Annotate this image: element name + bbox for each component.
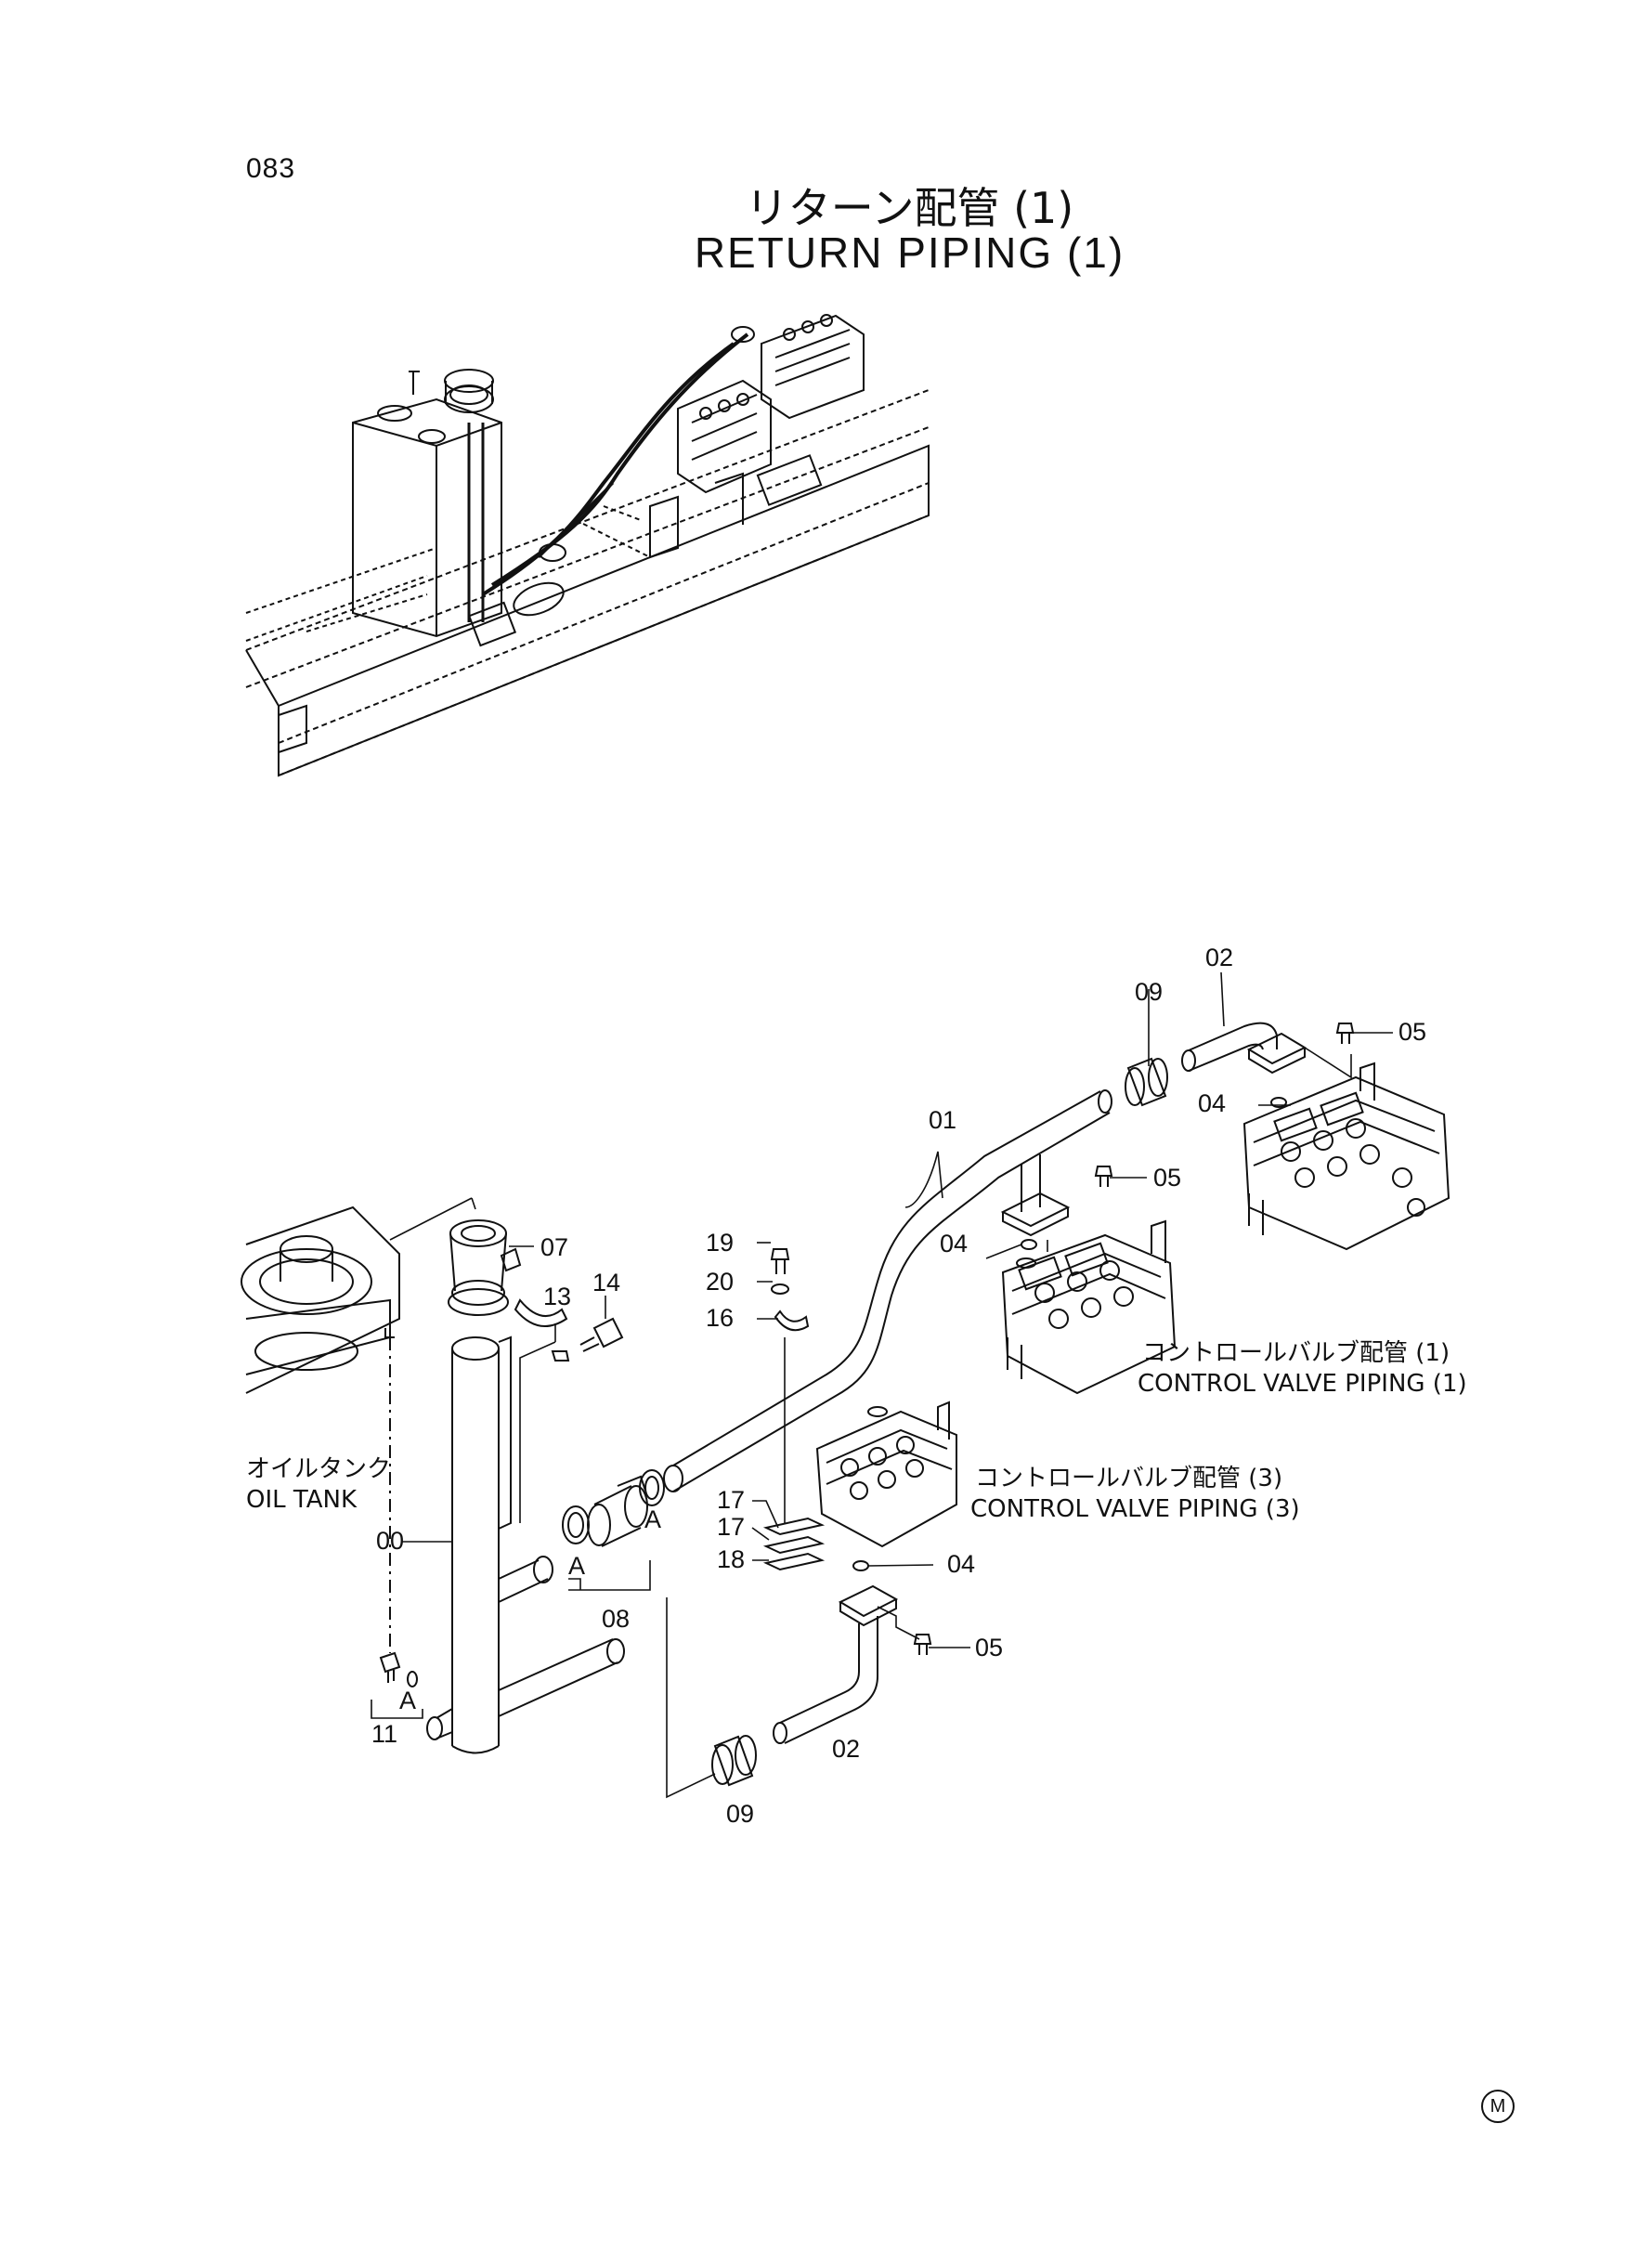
oil-tank-overview [352,369,502,638]
label-18: 18 [717,1545,745,1573]
return-pipe-01 [663,1089,1112,1492]
control-valves-overview [677,314,865,494]
label-05-mid: 05 [1153,1164,1181,1192]
label-05-top: 05 [1398,1018,1426,1046]
part-13-clamp [514,1298,570,1362]
overview-illustration [245,314,930,777]
label-19: 19 [706,1229,734,1257]
caption-tank-jp: オイルタンク [246,1455,391,1483]
part-02-bottom [773,1584,899,1744]
label-05-bottom: 05 [975,1634,1003,1661]
label-a-bottom: A [399,1687,416,1714]
label-09-top: 09 [1135,978,1163,1006]
captions: コントロールバルブ配管 (1) CONTROL VALVE PIPING (1)… [246,1339,1467,1523]
label-01: 01 [929,1106,956,1134]
part-08-coupling [562,1469,665,1547]
label-11: 11 [371,1720,397,1748]
control-valve-top [1242,1062,1450,1251]
control-valve-1 [1001,1219,1177,1395]
control-valve-3 [815,1401,957,1548]
return-pipe-00 [426,1335,625,1754]
page-number: 083 [246,153,296,184]
label-16: 16 [706,1304,734,1332]
label-04-mid: 04 [940,1230,968,1257]
label-17-b: 17 [717,1513,745,1541]
label-08: 08 [602,1605,630,1633]
caption-cv3-en: CONTROL VALVE PIPING (3) [970,1495,1300,1523]
oil-tank-detail [241,1205,400,1653]
label-13: 13 [543,1283,571,1310]
label-07: 07 [540,1233,568,1261]
label-17-a: 17 [717,1486,745,1514]
leader-lines [371,971,1393,1799]
title-japanese: リターン配管 (1) [745,183,1074,233]
title-english: RETURN PIPING (1) [694,228,1125,277]
manufacturer-mark: M [1481,2090,1515,2123]
label-04-top: 04 [1198,1089,1226,1117]
part-number-labels: 00 01 02 02 04 04 04 05 05 05 07 08 09 0… [371,944,1426,1828]
caption-cv1-jp: コントロールバルブ配管 (1) [1142,1339,1450,1367]
caption-cv3-jp: コントロールバルブ配管 (3) [975,1465,1282,1492]
label-00: 00 [376,1527,404,1555]
part-14-plug [579,1317,624,1352]
part-02-top [1181,1022,1307,1075]
label-a-right: A [644,1505,661,1533]
label-04-bottom: 04 [947,1550,975,1578]
label-02-top: 02 [1205,944,1233,971]
part-09-bottom [711,1735,757,1787]
label-a-left: A [568,1552,585,1580]
part-09-top [1125,1057,1168,1107]
label-09-bottom: 09 [726,1800,754,1828]
caption-tank-en: OIL TANK [246,1486,358,1514]
hardware-bolts [379,1023,1355,1687]
label-20: 20 [706,1268,734,1296]
label-02-bottom: 02 [832,1735,860,1763]
label-14: 14 [592,1269,620,1296]
part-07-hose [448,1219,522,1316]
caption-cv1-en: CONTROL VALVE PIPING (1) [1138,1370,1467,1398]
